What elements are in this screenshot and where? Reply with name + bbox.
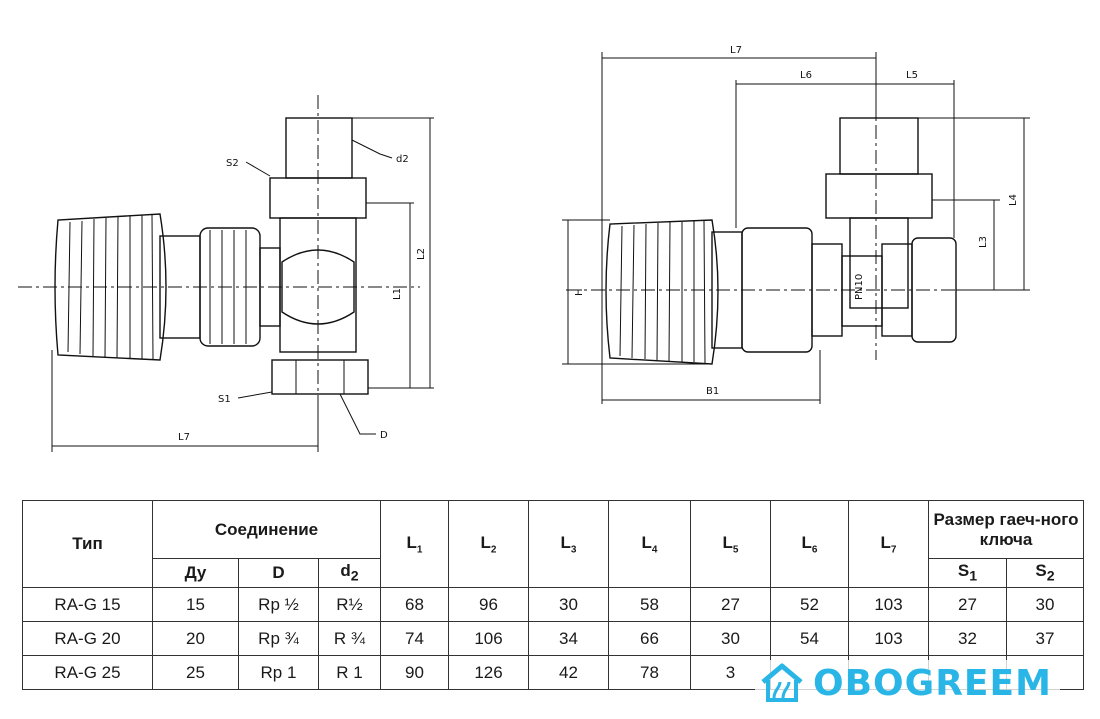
label-l4: L4 (1008, 194, 1019, 206)
table-cell: 90 (380, 655, 450, 690)
header-connection: Соединение (151, 500, 382, 559)
header-du: Ду (152, 558, 239, 588)
table-cell: 68 (380, 587, 450, 622)
right-valve-view: PN10 L7 L6 L5 L4 L3 H B1 (562, 45, 1030, 404)
label-l3: L3 (978, 236, 989, 248)
table-row: RA-G 20 20 Rp ¾ R ¾ 74 106 34 66 30 54 1… (22, 621, 1085, 656)
header-d2: d2 (317, 558, 382, 588)
table-cell: R ¾ (317, 621, 382, 656)
label-l1: L1 (392, 288, 403, 300)
table-cell: R½ (317, 587, 382, 622)
label-l7-right: L7 (730, 45, 742, 56)
label-b1: B1 (706, 386, 719, 397)
header-l6: L6 (770, 500, 850, 588)
table-cell: 32 (928, 621, 1008, 656)
table-cell: 103 (848, 621, 930, 656)
table-cell: 25 (152, 655, 239, 690)
table-cell: 52 (770, 587, 850, 622)
header-s2: S2 (1006, 558, 1085, 588)
table-cell: 15 (152, 587, 239, 622)
header-d: D (238, 558, 319, 588)
table-cell: 74 (380, 621, 450, 656)
table-cell: 27 (928, 587, 1008, 622)
header-l5: L5 (690, 500, 772, 588)
table-cell: 30 (690, 621, 772, 656)
table-cell: 54 (770, 621, 850, 656)
table-cell: 27 (690, 587, 772, 622)
label-s2: S2 (226, 158, 239, 169)
watermark-logo: OBOGREEM (755, 660, 1060, 706)
left-valve-view: S2 d2 S1 D L1 L2 L7 (18, 95, 434, 452)
table-cell: 78 (608, 655, 692, 690)
table-cell: 37 (1006, 621, 1085, 656)
label-l5: L5 (906, 70, 918, 81)
table-cell: 20 (152, 621, 239, 656)
header-wrench-size: Размер гаеч-ного ключа (928, 500, 1085, 559)
table-cell: Rp ½ (238, 587, 319, 622)
label-s1: S1 (218, 394, 231, 405)
table-cell: 30 (1006, 587, 1085, 622)
watermark-text: OBOGREEM (813, 662, 1052, 704)
label-d: D (380, 430, 388, 441)
table-cell: R 1 (317, 655, 382, 690)
table-cell: 96 (448, 587, 530, 622)
technical-drawing: S2 d2 S1 D L1 L2 L7 (18, 45, 1030, 452)
table-row: RA-G 15 15 Rp ½ R½ 68 96 30 58 27 52 103… (22, 587, 1085, 622)
header-l3: L3 (528, 500, 610, 588)
header-l1: L1 (380, 500, 450, 588)
table-cell: RA-G 25 (22, 655, 153, 690)
table-cell: 58 (608, 587, 692, 622)
label-l6: L6 (800, 70, 812, 81)
header-type: Тип (22, 500, 153, 588)
header-s1: S1 (928, 558, 1008, 588)
label-h: H (574, 288, 585, 296)
table-cell: 30 (528, 587, 610, 622)
label-pn10: PN10 (854, 274, 865, 300)
specification-table: Тип Соединение L1 L2 L3 L4 L5 L6 L7 Разм… (22, 500, 1085, 690)
house-logo-icon (761, 663, 803, 702)
table-cell: 126 (448, 655, 530, 690)
table-cell: 34 (528, 621, 610, 656)
table-cell: Rp 1 (238, 655, 319, 690)
table-cell: RA-G 20 (22, 621, 153, 656)
header-l7: L7 (848, 500, 930, 588)
table-cell: RA-G 15 (22, 587, 153, 622)
header-l4: L4 (608, 500, 692, 588)
table-cell: 66 (608, 621, 692, 656)
header-l2: L2 (448, 500, 530, 588)
table-cell: 103 (848, 587, 930, 622)
table-cell: Rp ¾ (238, 621, 319, 656)
table-cell: 42 (528, 655, 610, 690)
label-l2: L2 (416, 248, 427, 260)
label-d2: d2 (396, 154, 409, 165)
table-cell: 106 (448, 621, 530, 656)
label-l7-left: L7 (178, 432, 190, 443)
